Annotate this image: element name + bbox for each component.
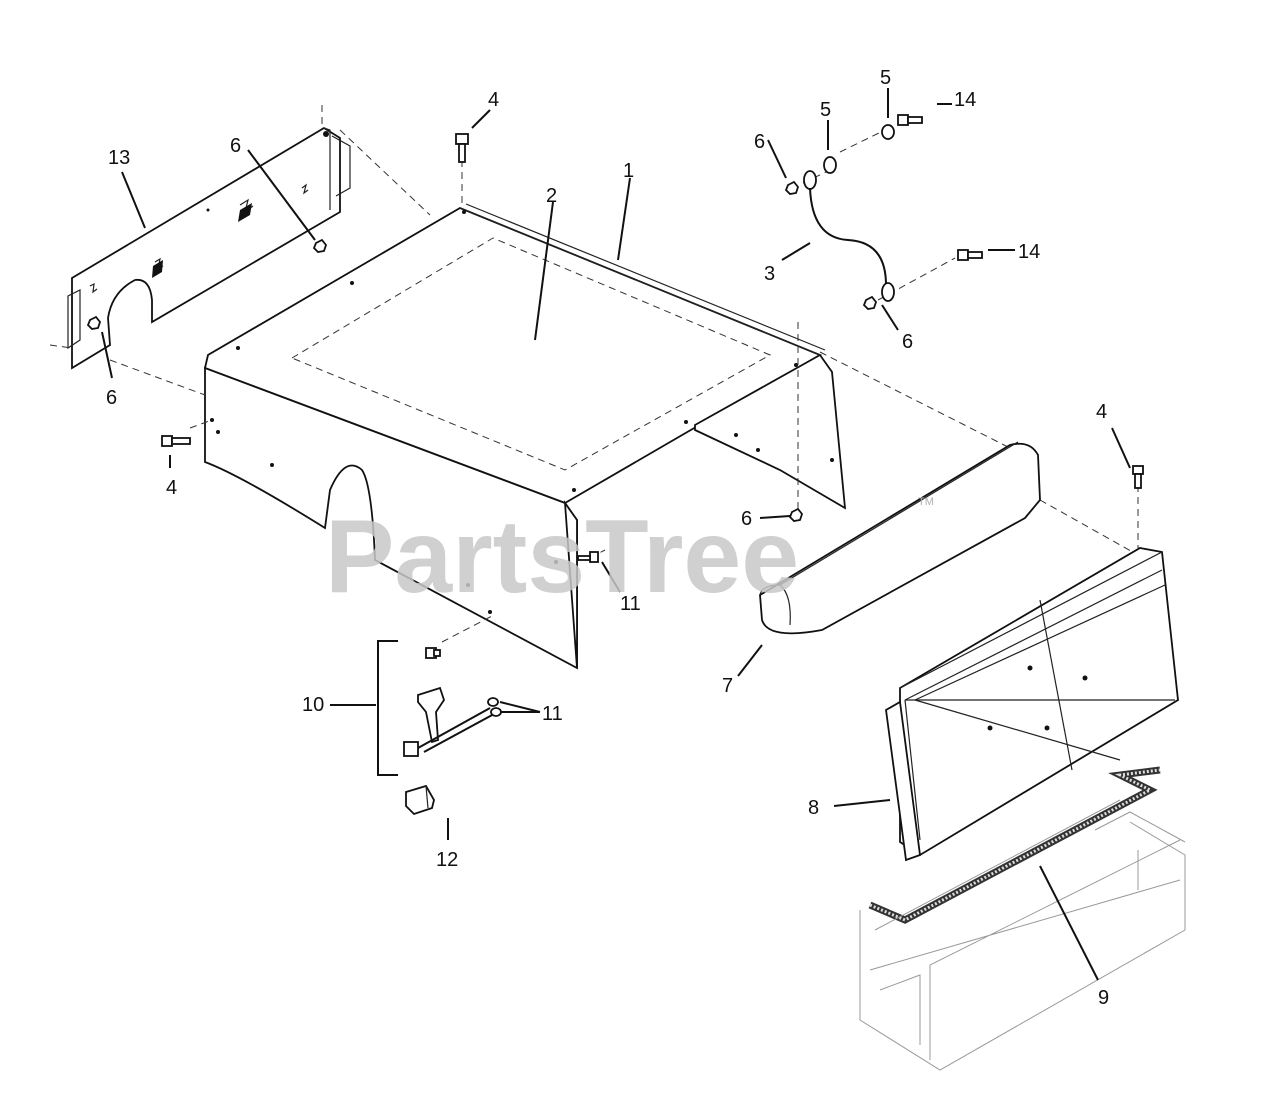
callout-6-strap-top: 6	[754, 131, 765, 153]
rubber-bumper-12	[405, 784, 435, 816]
ground-strap-3	[803, 114, 983, 302]
bolt-4-left	[161, 435, 191, 447]
callout-12: 12	[436, 849, 458, 871]
callout-1: 1	[623, 160, 634, 182]
nut-6	[86, 180, 878, 522]
screw-11	[577, 551, 599, 563]
callout-6-left: 6	[106, 387, 117, 409]
callout-7: 7	[722, 675, 733, 697]
callout-14-lower: 14	[1018, 241, 1040, 263]
callout-4-left: 4	[166, 477, 177, 499]
rear-bracket-13	[67, 126, 351, 370]
callout-8: 8	[808, 797, 819, 819]
gasket-9	[868, 766, 1161, 924]
base-outline	[859, 799, 1186, 1071]
callout-2: 2	[546, 185, 557, 207]
callout-11-lower: 11	[542, 703, 563, 725]
watermark: PartsTree	[325, 499, 799, 615]
callout-9: 9	[1098, 987, 1109, 1009]
watermark-trademark: TM	[918, 496, 934, 508]
callout-4-right: 4	[1096, 401, 1107, 423]
callout-4-top: 4	[488, 89, 499, 111]
callout-6-strap-bottom: 6	[902, 331, 913, 353]
leader-lines	[101, 88, 1131, 981]
bolt-4-top	[455, 133, 469, 163]
callout-5-upper: 5	[880, 67, 891, 89]
callout-3: 3	[764, 263, 775, 285]
callout-14-upper: 14	[954, 89, 976, 111]
callout-11-upper: 11	[620, 593, 641, 615]
fender-body-1	[203, 203, 847, 670]
latch-kit-10	[377, 640, 502, 776]
bolt-4-right	[1132, 465, 1144, 489]
panel-8	[885, 547, 1179, 862]
foam-bumper-7	[759, 441, 1041, 635]
callout-10: 10	[302, 694, 324, 716]
callout-6-center: 6	[741, 508, 752, 530]
callout-6-bracket: 6	[230, 135, 241, 157]
callout-5-lower: 5	[820, 99, 831, 121]
callout-13: 13	[108, 147, 130, 169]
